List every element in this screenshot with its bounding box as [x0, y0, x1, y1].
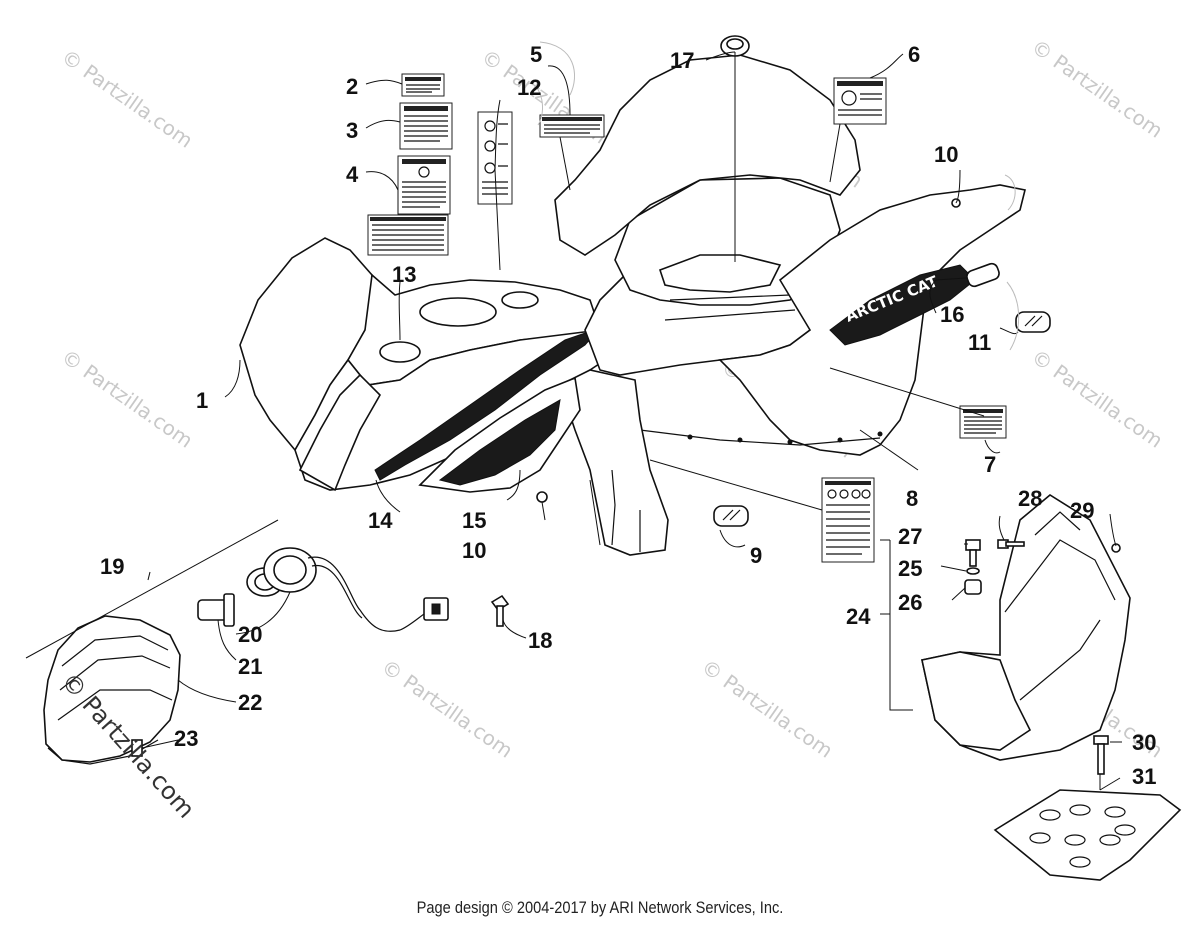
screw-18	[490, 594, 510, 627]
callout-15: 15	[462, 508, 486, 533]
callout-4: 4	[346, 162, 359, 187]
small-hardware	[379, 35, 1051, 527]
callout-rings	[529, 41, 1020, 351]
callout-6: 6	[908, 42, 920, 67]
callout-30: 30	[1132, 730, 1156, 755]
decal-panel-15	[418, 376, 581, 493]
callout-17: 17	[670, 48, 694, 73]
callout-22: 22	[238, 690, 262, 715]
footwell-assembly	[921, 494, 1182, 881]
callout-8: 8	[906, 486, 918, 511]
callout-3: 3	[346, 118, 358, 143]
watermark: © Partzilla.com	[57, 44, 197, 152]
callout-24: 24	[846, 604, 871, 629]
callout-26: 26	[898, 590, 922, 615]
callout-2: 2	[346, 74, 358, 99]
callout-13: 13	[392, 262, 416, 287]
callout-14: 14	[368, 508, 393, 533]
watermark: © Partzilla.com	[1027, 344, 1167, 452]
callout-21: 21	[238, 654, 262, 679]
inner-fender-left	[559, 369, 669, 556]
front-body-panel: ARCTIC CAT	[239, 54, 1026, 492]
watermark: © Partzilla.com	[57, 344, 197, 452]
callout-11: 11	[968, 330, 991, 355]
headlight-assembly	[43, 547, 449, 765]
copyright-footer: Page design © 2004-2017 by ARI Network S…	[416, 898, 784, 917]
callout-20: 20	[238, 622, 262, 647]
callout-12: 12	[517, 75, 541, 100]
callout-25: 25	[898, 556, 922, 581]
label-decals	[367, 73, 1007, 563]
watermark: © Partzilla.com	[377, 654, 517, 762]
watermark: © Partzilla.com	[1027, 34, 1167, 142]
callout-5: 5	[530, 42, 542, 67]
callout-7: 7	[984, 452, 996, 477]
callout-27: 27	[898, 524, 922, 549]
callout-9: 9	[750, 543, 762, 568]
callout-28: 28	[1018, 486, 1042, 511]
callout-16: 16	[940, 302, 964, 327]
callout-1: 1	[196, 388, 208, 413]
callout-23: 23	[174, 726, 198, 751]
callout-18: 18	[528, 628, 552, 653]
watermark: © Partzilla.com	[697, 654, 837, 762]
leader-lines	[25, 51, 1122, 791]
callout-19: 19	[100, 554, 124, 579]
callout-31: 31	[1132, 764, 1156, 789]
callout-10a: 10	[934, 142, 958, 167]
callout-10b: 10	[462, 538, 486, 563]
callout-numbers: 1 2 3 4 5 6 7 8 9 10 10 11 12 13 14 15 1…	[100, 42, 1156, 789]
callout-29: 29	[1070, 498, 1094, 523]
